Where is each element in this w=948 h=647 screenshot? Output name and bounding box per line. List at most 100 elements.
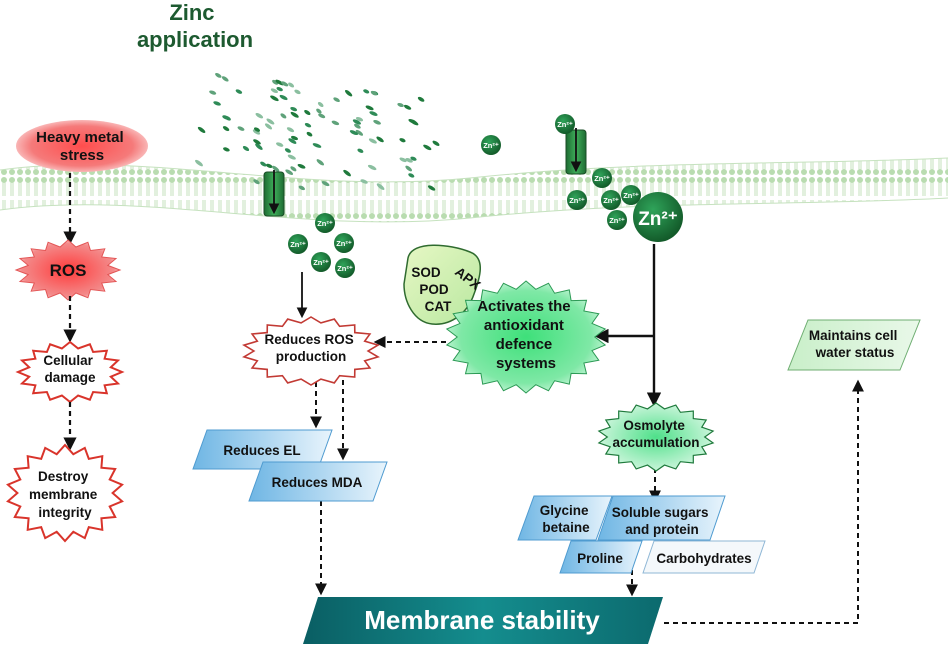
zinc-particle: [316, 108, 322, 114]
cell-membrane: [0, 157, 948, 223]
zinc-particle: [222, 126, 230, 132]
zinc-particle: [403, 104, 412, 110]
zinc-particle: [427, 185, 436, 191]
zinc-ion-icon: Zn²⁺: [621, 185, 641, 205]
svg-text:Zn²⁺: Zn²⁺: [557, 120, 573, 129]
reduces-ros-label: Reduces ROS production: [264, 332, 357, 364]
enzyme-cat: CAT: [425, 299, 452, 314]
zinc-particle: [410, 156, 417, 161]
zinc-particle: [195, 159, 203, 167]
zinc-particle: [405, 158, 413, 163]
zinc-particle: [304, 122, 312, 128]
zinc-particle: [221, 76, 229, 82]
zinc-ion-icon: Zn²⁺: [288, 234, 308, 254]
zinc-particle: [270, 88, 278, 94]
reduces-ros-node: [242, 316, 380, 386]
zinc-particle: [349, 130, 359, 136]
zinc-particle: [369, 111, 378, 116]
zinc-particle: [235, 89, 243, 94]
zinc-ion-icon: Zn²⁺: [315, 213, 335, 233]
zinc-particle: [290, 135, 299, 141]
osmolyte-node: [597, 402, 715, 472]
zinc-ion-icon: Zn²⁺: [481, 135, 501, 155]
zinc-particle: [197, 126, 206, 133]
antioxidant-label: Activates the antioxidant defence system…: [477, 298, 575, 372]
zinc-particle: [343, 169, 351, 177]
zinc-particle: [357, 148, 364, 153]
zinc-ion-large: Zn²⁺: [633, 192, 683, 242]
zinc-particle: [255, 143, 263, 150]
zinc-particle: [255, 113, 264, 119]
reduces-mda-label: Reduces MDA: [272, 475, 363, 490]
zinc-particle: [237, 126, 245, 131]
soluble-sugars-box: Soluble sugars and protein: [597, 495, 726, 541]
antioxidant-enzymes: SOD POD CAT APX: [403, 244, 483, 325]
zinc-particle: [272, 165, 280, 172]
zinc-ion-icon: Zn²⁺: [607, 210, 627, 230]
right-zinc-channel: [565, 128, 587, 175]
zinc-particle: [242, 145, 250, 152]
zinc-application-title: Zinc application: [137, 0, 253, 52]
glycine-betaine-label: Glycine betaine: [540, 503, 593, 535]
ros-node: [14, 239, 122, 301]
zinc-particle: [312, 143, 322, 148]
zinc-particle: [213, 101, 221, 106]
zinc-particle: [270, 95, 279, 102]
svg-text:Zn²⁺: Zn²⁺: [290, 240, 306, 249]
membrane-stability-box: Membrane stability: [303, 597, 663, 644]
svg-text:Zn²⁺: Zn²⁺: [638, 209, 678, 230]
zinc-particle: [408, 118, 417, 124]
zinc-particle: [399, 138, 406, 143]
zinc-particle: [368, 138, 377, 144]
left-zinc-channel: [263, 170, 285, 217]
zinc-particle: [288, 82, 295, 88]
glycine-betaine-box: Glycine betaine: [517, 495, 613, 541]
zinc-particle: [266, 118, 275, 125]
zinc-particle: [397, 102, 404, 108]
zinc-particle: [405, 165, 413, 172]
zinc-particle: [290, 166, 297, 172]
zinc-particle: [209, 90, 217, 95]
zinc-particle: [355, 129, 364, 136]
zinc-particle: [304, 109, 311, 116]
zinc-particle: [317, 101, 324, 108]
zinc-ion-icon: Zn²⁺: [334, 233, 354, 253]
zinc-particle: [284, 148, 291, 153]
zinc-particle: [279, 94, 288, 101]
zinc-ions-left: Zn²⁺Zn²⁺Zn²⁺Zn²⁺Zn²⁺: [288, 213, 355, 278]
svg-text:Zn²⁺: Zn²⁺: [313, 258, 329, 267]
zinc-particle: [285, 169, 294, 175]
zinc-particle: [344, 89, 353, 97]
cellular-damage-label: Cellular damage: [43, 353, 96, 385]
reduces-el-label: Reduces EL: [223, 443, 300, 458]
zinc-particle: [360, 179, 368, 184]
zinc-particle: [354, 123, 361, 129]
zinc-particle: [355, 117, 364, 122]
zinc-particle: [276, 142, 284, 147]
zinc-ion-icon: Zn²⁺: [311, 252, 331, 272]
zinc-particle: [352, 119, 361, 125]
destroy-membrane-node: [6, 443, 124, 543]
zinc-ion-icon: Zn²⁺: [601, 190, 621, 210]
svg-text:Zn²⁺: Zn²⁺: [609, 216, 625, 225]
zinc-particle: [287, 154, 296, 160]
zinc-particle: [367, 164, 377, 171]
enzyme-blob: [403, 244, 481, 325]
carbohydrates-label: Carbohydrates: [656, 551, 751, 566]
water-status-label: Maintains cell water status: [809, 328, 901, 360]
svg-text:Zn²⁺: Zn²⁺: [317, 219, 333, 228]
zinc-particle: [253, 139, 261, 145]
antioxidant-node: [445, 280, 607, 394]
zinc-ion-icon: Zn²⁺: [335, 258, 355, 278]
zinc-particle: [222, 115, 230, 120]
carbohydrates-box: Carbohydrates: [642, 540, 766, 574]
reduces-mda-box: Reduces MDA: [248, 461, 388, 502]
zinc-particle: [253, 179, 260, 185]
zinc-ion-icon: Zn²⁺: [567, 190, 587, 210]
title-line-2: application: [137, 27, 253, 52]
flow-arrows: [296, 244, 864, 624]
zinc-particle: [376, 136, 384, 143]
zinc-particle: [376, 183, 385, 190]
zinc-particle: [276, 86, 283, 92]
